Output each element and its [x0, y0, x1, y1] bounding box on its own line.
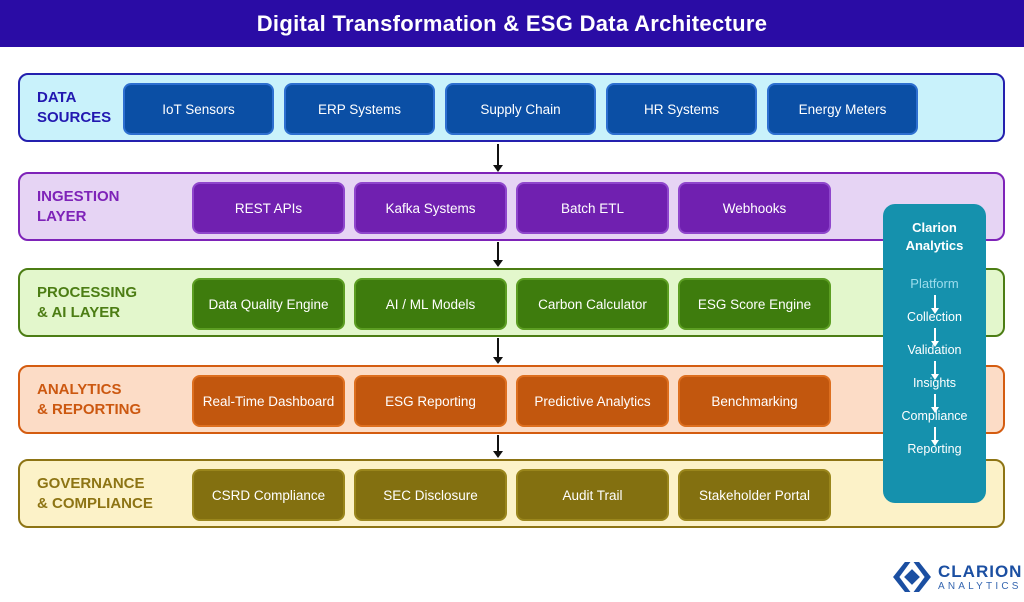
- node-supply-chain: Supply Chain: [445, 83, 596, 135]
- node-rest-apis: REST APIs: [192, 182, 345, 234]
- node-kafka-systems: Kafka Systems: [354, 182, 507, 234]
- node-webhooks: Webhooks: [678, 182, 831, 234]
- clarion-analytics-logo: CLARION ANALYTICS: [893, 562, 1022, 592]
- platform-step-reporting: Reporting: [907, 442, 962, 457]
- analytics-boxes: Real-Time Dashboard ESG Reporting Predic…: [192, 375, 831, 427]
- layer-processing-ai: PROCESSING & AI LAYER Data Quality Engin…: [18, 268, 1005, 337]
- platform-step-validation: Validation: [907, 343, 962, 358]
- arrow-processing-to-analytics: [493, 338, 503, 364]
- processing-boxes: Data Quality Engine AI / ML Models Carbo…: [192, 278, 831, 330]
- node-erp-systems: ERP Systems: [284, 83, 435, 135]
- logo-text: CLARION ANALYTICS: [938, 563, 1022, 592]
- ingestion-boxes: REST APIs Kafka Systems Batch ETL Webhoo…: [192, 182, 831, 234]
- node-audit-trail: Audit Trail: [516, 469, 669, 521]
- platform-step-insights: Insights: [912, 376, 957, 391]
- platform-panel-title: Clarion Analytics: [905, 220, 964, 254]
- node-batch-etl: Batch ETL: [516, 182, 669, 234]
- layer-governance-compliance: GOVERNANCE & COMPLIANCE CSRD Compliance …: [18, 459, 1005, 528]
- page-title: Digital Transformation & ESG Data Archit…: [256, 10, 768, 36]
- arrow-ingestion-to-processing: [493, 242, 503, 267]
- platform-step-compliance: Compliance: [901, 409, 968, 424]
- down-arrow-icon: [930, 295, 939, 315]
- layer-label-ingestion: INGESTION LAYER: [37, 187, 120, 225]
- layer-label-processing-ai: PROCESSING & AI LAYER: [37, 283, 138, 321]
- layer-analytics-reporting: ANALYTICS & REPORTING Real-Time Dashboar…: [18, 365, 1005, 434]
- node-energy-meters: Energy Meters: [767, 83, 918, 135]
- node-sec-disclosure: SEC Disclosure: [354, 469, 507, 521]
- title-bar: Digital Transformation & ESG Data Archit…: [0, 0, 1024, 47]
- node-esg-reporting: ESG Reporting: [354, 375, 507, 427]
- node-esg-score-engine: ESG Score Engine: [678, 278, 831, 330]
- node-csrd-compliance: CSRD Compliance: [192, 469, 345, 521]
- layer-data-sources: DATA SOURCES IoT Sensors ERP Systems Sup…: [18, 73, 1005, 142]
- node-hr-systems: HR Systems: [606, 83, 757, 135]
- governance-boxes: CSRD Compliance SEC Disclosure Audit Tra…: [192, 469, 831, 521]
- logo-subtitle: ANALYTICS: [938, 580, 1022, 592]
- clarion-diamond-icon: [893, 562, 931, 592]
- node-predictive-analytics: Predictive Analytics: [516, 375, 669, 427]
- node-iot-sensors: IoT Sensors: [123, 83, 274, 135]
- layer-ingestion: INGESTION LAYER REST APIs Kafka Systems …: [18, 172, 1005, 241]
- layer-label-analytics-reporting: ANALYTICS & REPORTING: [37, 380, 142, 418]
- node-data-quality-engine: Data Quality Engine: [192, 278, 345, 330]
- down-arrow-icon: [930, 361, 939, 381]
- layer-label-governance-compliance: GOVERNANCE & COMPLIANCE: [37, 474, 153, 512]
- node-real-time-dashboard: Real-Time Dashboard: [192, 375, 345, 427]
- clarion-platform-panel: Clarion Analytics Platform Collection Va…: [883, 204, 986, 503]
- node-stakeholder-portal: Stakeholder Portal: [678, 469, 831, 521]
- down-arrow-icon: [930, 328, 939, 348]
- node-ai-ml-models: AI / ML Models: [354, 278, 507, 330]
- arrow-analytics-to-governance: [493, 435, 503, 458]
- platform-step-collection: Collection: [907, 310, 962, 325]
- node-benchmarking: Benchmarking: [678, 375, 831, 427]
- data-sources-boxes: IoT Sensors ERP Systems Supply Chain HR …: [123, 83, 918, 135]
- node-carbon-calculator: Carbon Calculator: [516, 278, 669, 330]
- platform-panel-subtitle: Platform: [910, 276, 959, 292]
- down-arrow-icon: [930, 427, 939, 447]
- logo-brand: CLARION: [938, 561, 1023, 581]
- arrow-sources-to-ingestion: [493, 144, 503, 172]
- down-arrow-icon: [930, 394, 939, 414]
- layer-label-data-sources: DATA SOURCES: [37, 88, 112, 126]
